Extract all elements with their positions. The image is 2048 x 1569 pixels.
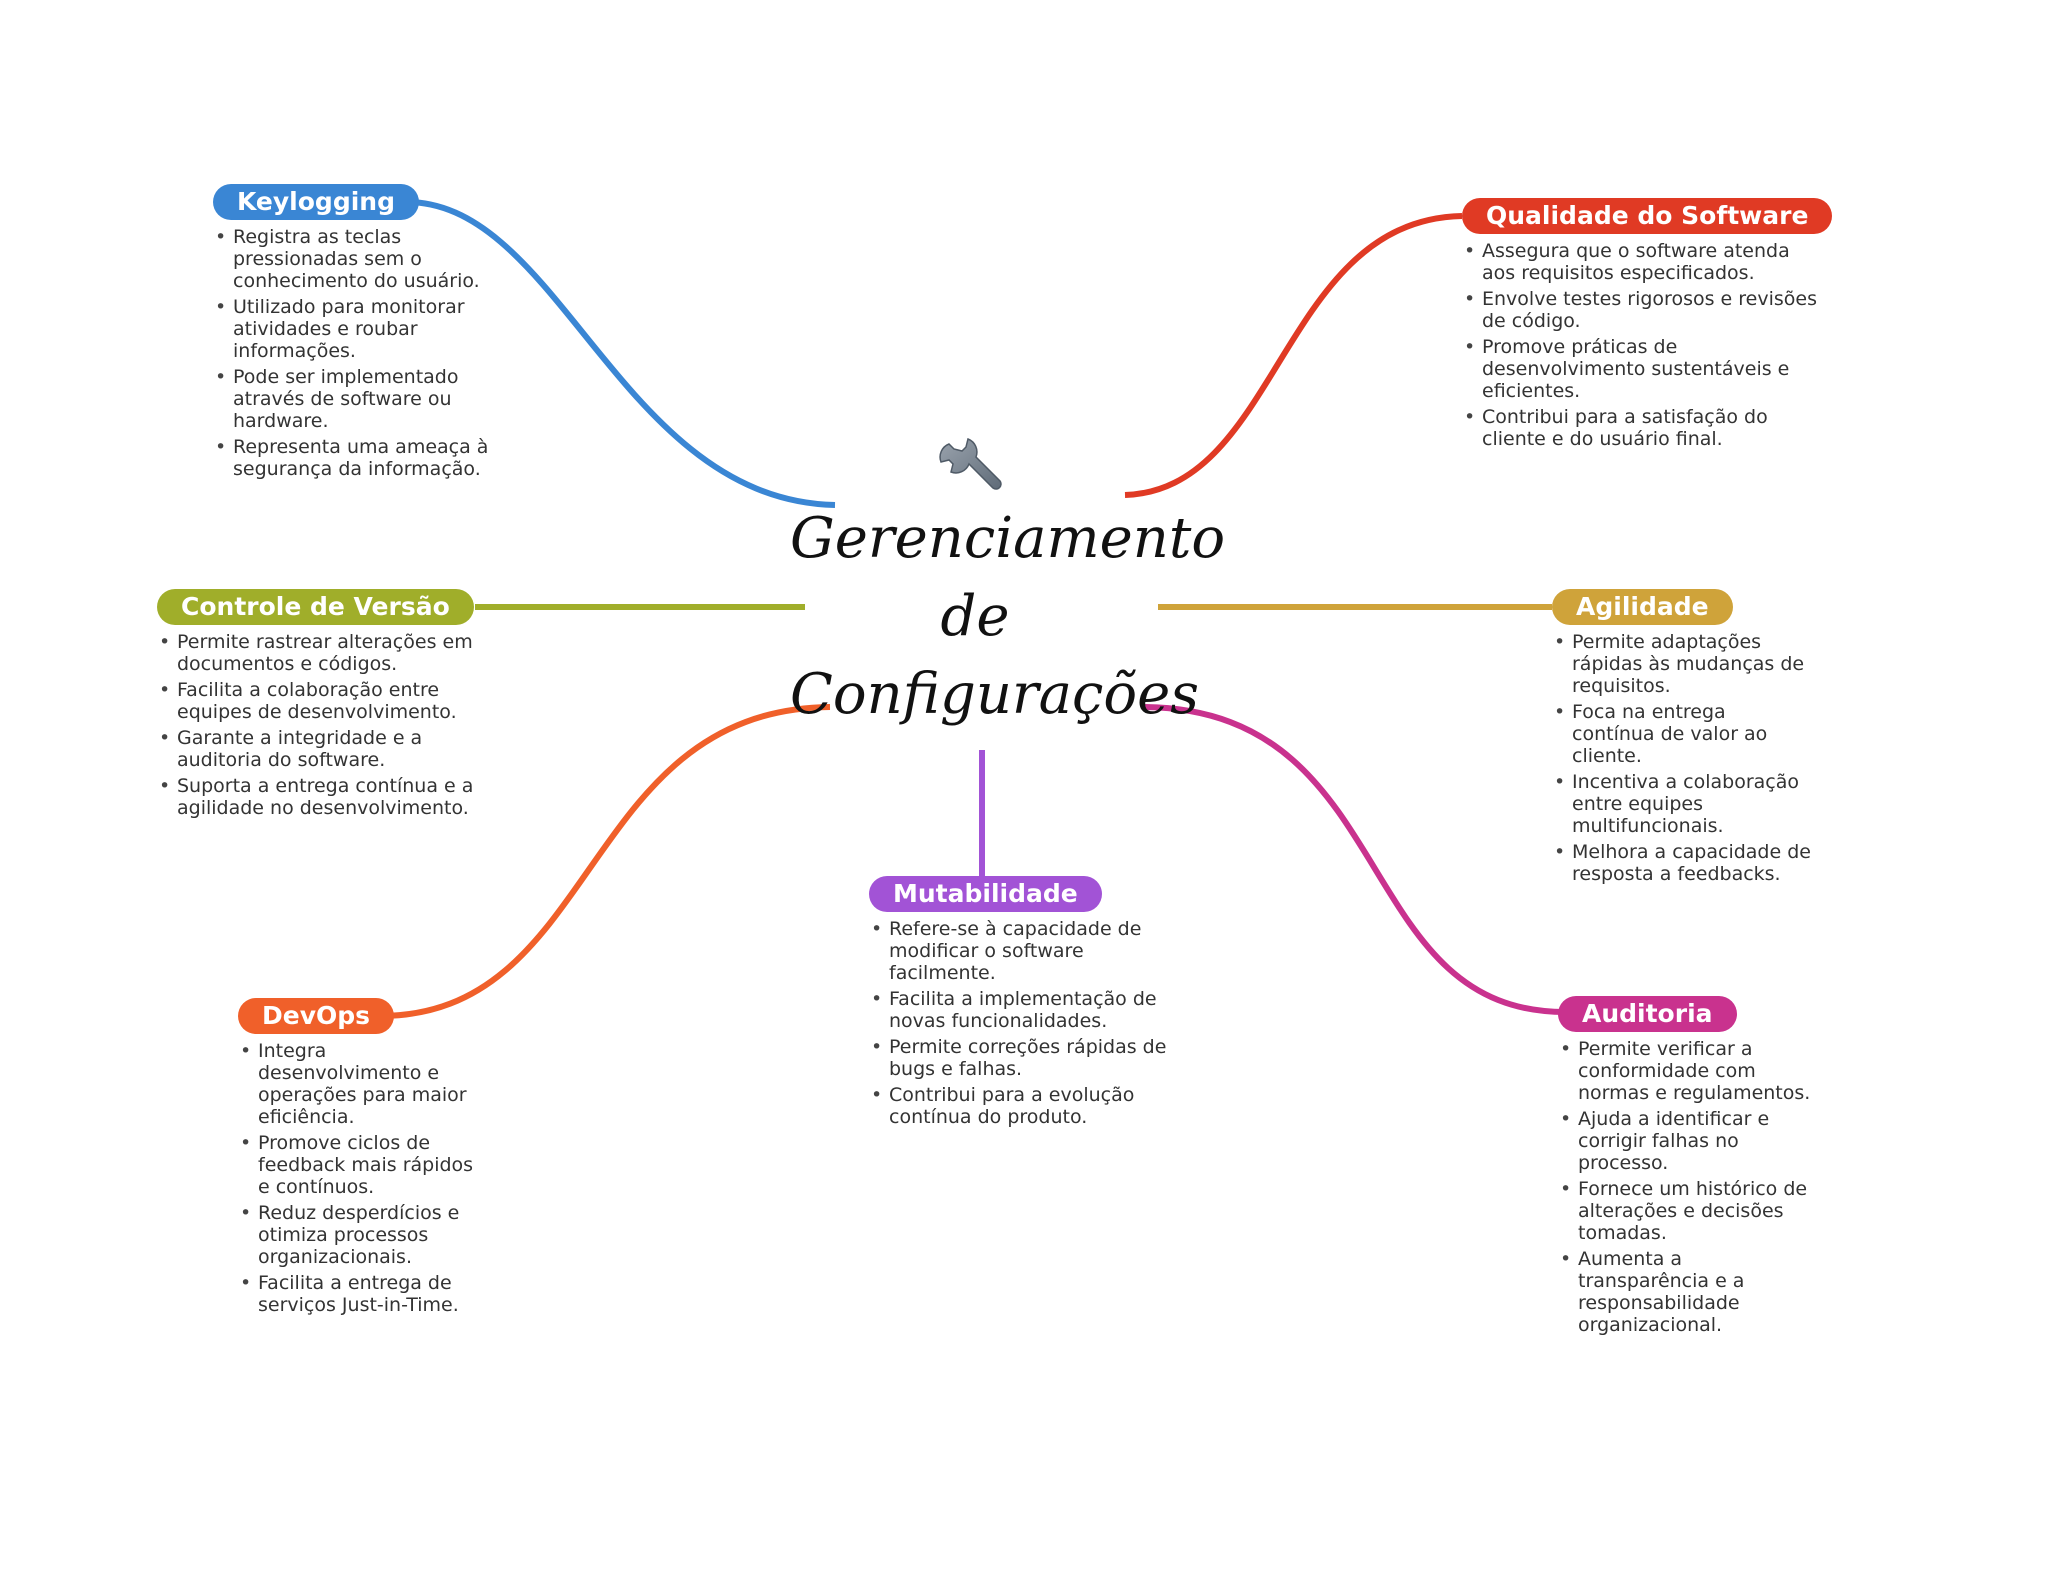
branch-controle-de-versao: Controle de Versão Permite rastrear alte… <box>157 589 477 823</box>
branch-point: Facilita a colaboração entre equipes de … <box>157 679 477 723</box>
branch-point: Envolve testes rigorosos e revisões de c… <box>1462 288 1817 332</box>
branch-point: Garante a integridade e a auditoria do s… <box>157 727 477 771</box>
branch-points: Permite adaptações rápidas às mudanças d… <box>1552 631 1812 885</box>
branch-point: Permite rastrear alterações em documento… <box>157 631 477 675</box>
branch-point: Contribui para a evolução contínua do pr… <box>869 1084 1169 1128</box>
branch-point: Ajuda a identificar e corrigir falhas no… <box>1558 1108 1818 1174</box>
node-qualidade-do-software[interactable]: Qualidade do Software <box>1462 198 1833 234</box>
branch-point: Permite correções rápidas de bugs e falh… <box>869 1036 1169 1080</box>
branch-point: Refere-se à capacidade de modificar o so… <box>869 918 1169 984</box>
node-devops[interactable]: DevOps <box>238 998 395 1034</box>
branch-point: Representa uma ameaça à segurança da inf… <box>213 436 513 480</box>
branch-point: Assegura que o software atenda aos requi… <box>1462 240 1817 284</box>
title-line: Configurações <box>790 662 1200 727</box>
branch-points: Permite rastrear alterações em documento… <box>157 631 477 819</box>
branch-point: Facilita a implementação de novas funcio… <box>869 988 1169 1032</box>
branch-point: Suporta a entrega contínua e a agilidade… <box>157 775 477 819</box>
node-keylogging[interactable]: Keylogging <box>213 184 419 220</box>
wrench-icon <box>939 438 1002 490</box>
title-line: Gerenciamento <box>790 506 1226 571</box>
connector-qualidade <box>1124 213 1463 498</box>
branch-devops: DevOps Integra desenvolvimento e operaçõ… <box>238 998 478 1320</box>
branch-point: Contribui para a satisfação do cliente e… <box>1462 406 1817 450</box>
branch-qualidade-do-software: Qualidade do Software Assegura que o sof… <box>1462 198 1833 454</box>
branch-auditoria: Auditoria Permite verificar a conformida… <box>1558 996 1818 1340</box>
node-agilidade[interactable]: Agilidade <box>1552 589 1733 625</box>
branch-point: Reduz desperdícios e otimiza processos o… <box>238 1202 478 1268</box>
connector-auditoria <box>1144 704 1566 1015</box>
branch-keylogging: Keylogging Registra as teclas pressionad… <box>213 184 513 484</box>
branch-point: Melhora a capacidade de resposta a feedb… <box>1552 841 1812 885</box>
branch-point: Promove ciclos de feedback mais rápidos … <box>238 1132 478 1198</box>
branch-agilidade: Agilidade Permite adaptações rápidas às … <box>1552 589 1812 889</box>
branch-point: Fornece um histórico de alterações e dec… <box>1558 1178 1818 1244</box>
node-controle-de-versao[interactable]: Controle de Versão <box>157 589 474 625</box>
branch-mutabilidade: Mutabilidade Refere-se à capacidade de m… <box>869 876 1169 1132</box>
branch-point: Integra desenvolvimento e operações para… <box>238 1040 478 1128</box>
branch-point: Utilizado para monitorar atividades e ro… <box>213 296 513 362</box>
central-topic-title: Gerenciamento de Configurações <box>790 500 1226 734</box>
branch-points: Registra as teclas pressionadas sem o co… <box>213 226 513 480</box>
branch-point: Facilita a entrega de serviços Just-in-T… <box>238 1272 478 1316</box>
branch-point: Incentiva a colaboração entre equipes mu… <box>1552 771 1812 837</box>
branch-points: Integra desenvolvimento e operações para… <box>238 1040 478 1316</box>
branch-point: Foca na entrega contínua de valor ao cli… <box>1552 701 1812 767</box>
branch-point: Aumenta a transparência e a responsabili… <box>1558 1248 1818 1336</box>
branch-point: Permite adaptações rápidas às mudanças d… <box>1552 631 1812 697</box>
node-mutabilidade[interactable]: Mutabilidade <box>869 876 1102 912</box>
branch-point: Promove práticas de desenvolvimento sust… <box>1462 336 1817 402</box>
branch-points: Refere-se à capacidade de modificar o so… <box>869 918 1169 1128</box>
connector-keylogging <box>404 198 836 508</box>
branch-point: Pode ser implementado através de softwar… <box>213 366 513 432</box>
title-line: de <box>940 584 1010 649</box>
node-auditoria[interactable]: Auditoria <box>1558 996 1737 1032</box>
branch-point: Registra as teclas pressionadas sem o co… <box>213 226 513 292</box>
branch-points: Permite verificar a conformidade com nor… <box>1558 1038 1818 1336</box>
connector-devops <box>379 704 831 1019</box>
branch-points: Assegura que o software atenda aos requi… <box>1462 240 1817 450</box>
branch-point: Permite verificar a conformidade com nor… <box>1558 1038 1818 1104</box>
